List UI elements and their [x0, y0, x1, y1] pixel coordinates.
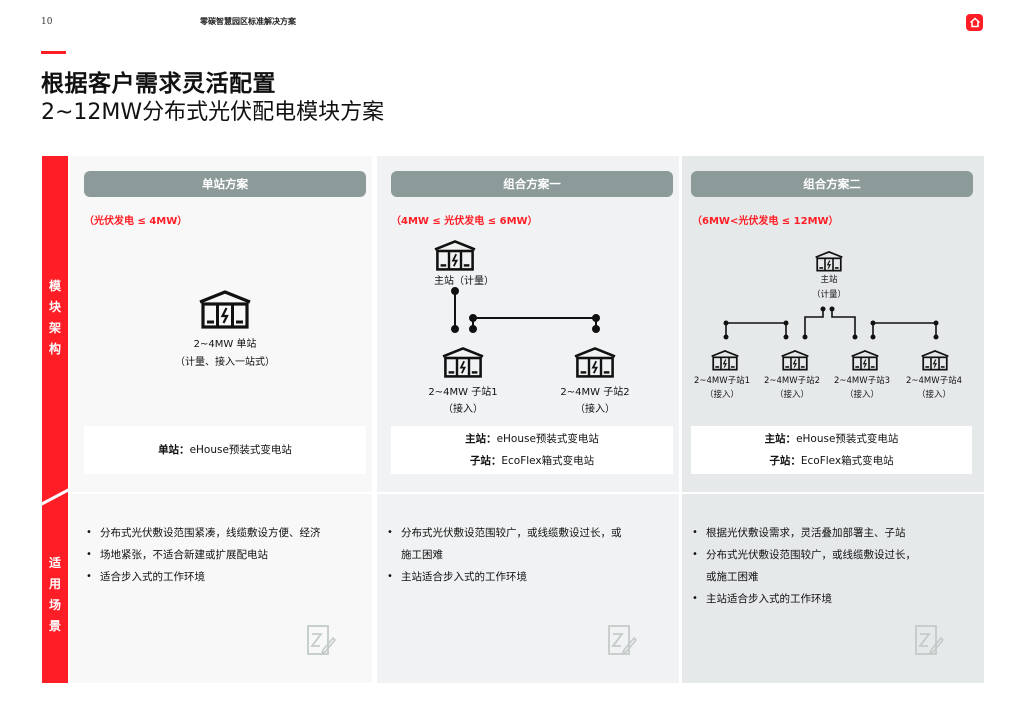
substation-icon — [920, 349, 950, 371]
product-info: 单站：eHouse预装式变电站 — [84, 426, 366, 474]
scenario-panel: 分布式光伏敷设范围紧凑，线缆敷设方便、经济 场地紧张，不适合新建或扩展配电站 适… — [70, 494, 372, 683]
main-station-label: 主站（计量） — [434, 276, 494, 287]
main-station-note: （计量） — [811, 290, 846, 300]
side-label-scenarios: 适 用 场 景 — [42, 492, 68, 683]
station-note: （计量、接入一站式） — [175, 357, 275, 368]
power-condition: （6MW<光伏发电 ≤ 12MW） — [692, 216, 839, 227]
station-name: 2~4MW子站1 — [693, 376, 751, 386]
accent-bar — [41, 51, 66, 54]
list-item: 主站适合步入式的工作环境 — [692, 588, 974, 610]
column-combo-one: 组合方案一 （4MW ≤ 光伏发电 ≤ 6MW） 主站（计量） 2~4MW 子站… — [377, 156, 679, 683]
list-item: 主站适合步入式的工作环境 — [387, 566, 669, 588]
power-condition: （光伏发电 ≤ 4MW） — [84, 216, 188, 227]
scenario-panel: 根据光伏敷设需求，灵活叠加部署主、子站 分布式光伏敷设范围较广，或线缆敷设过长，… — [682, 494, 984, 683]
info-line: 子站：EcoFlex箱式变电站 — [469, 455, 595, 467]
station-note: （接入） — [575, 404, 615, 415]
station-note: （接入） — [704, 390, 739, 400]
scenario-list: 分布式光伏敷设范围紧凑，线缆敷设方便、经济 场地紧张，不适合新建或扩展配电站 适… — [86, 522, 362, 588]
station-note: （接入） — [443, 404, 483, 415]
page-title: 根据客户需求灵活配置 — [41, 71, 276, 97]
substation-icon — [850, 349, 880, 371]
page-number: 10 — [41, 17, 53, 27]
home-icon — [969, 17, 980, 28]
substation-icon — [572, 346, 618, 378]
side-label-architecture: 模 块 架 构 — [42, 156, 68, 492]
side-divider — [38, 488, 72, 506]
document-title: 零碳智慧园区标准解决方案 — [200, 17, 296, 26]
architecture-panel: 组合方案一 （4MW ≤ 光伏发电 ≤ 6MW） 主站（计量） 2~4MW 子站… — [377, 156, 679, 492]
station-note: （接入） — [916, 390, 951, 400]
info-line: 主站：eHouse预装式变电站 — [764, 433, 899, 445]
side-label-char: 场 — [48, 598, 61, 612]
architecture-diagram: 主站（计量） 2~4MW 子站1 （接入） 2~4MW 子站2 （接入） — [377, 156, 679, 426]
column-combo-two: 组合方案二 （6MW<光伏发电 ≤ 12MW） 主站 （计量） — [682, 156, 984, 683]
scenario-panel: 分布式光伏敷设范围较广，或线缆敷设过长，或 施工困难 主站适合步入式的工作环境 — [377, 494, 679, 683]
station-note: （接入） — [774, 390, 809, 400]
side-label-char: 块 — [48, 300, 61, 314]
column-single-station: 单站方案 （光伏发电 ≤ 4MW） 2~4MW 单站 （计量、接入一站式） 单站… — [70, 156, 372, 683]
substation-icon — [780, 349, 810, 371]
connection-lines — [451, 287, 600, 333]
scheme-title: 单站方案 — [84, 171, 366, 197]
station-name: 2~4MW子站3 — [833, 376, 891, 386]
side-label-char: 景 — [48, 619, 61, 633]
station-name: 2~4MW子站2 — [763, 376, 821, 386]
station-name: 2~4MW 子站2 — [560, 387, 630, 398]
product-info: 主站：eHouse预装式变电站 子站：EcoFlex箱式变电站 — [691, 426, 972, 474]
architecture-diagram: 主站 （计量） — [682, 156, 984, 426]
list-item-continuation: 施工困难 — [401, 549, 443, 561]
connection-lines — [723, 306, 939, 340]
station-name: 2~4MW 单站 — [193, 339, 257, 350]
station-name: 2~4MW 子站1 — [428, 387, 498, 398]
page-subtitle: 2~12MW分布式光伏配电模块方案 — [41, 100, 385, 125]
side-label-char: 模 — [48, 279, 61, 293]
note-icon — [607, 624, 637, 658]
scheme-title: 组合方案二 — [691, 171, 973, 197]
product-info: 主站：eHouse预装式变电站 子站：EcoFlex箱式变电站 — [391, 426, 673, 474]
scenario-list: 分布式光伏敷设范围较广，或线缆敷设过长，或 施工困难 主站适合步入式的工作环境 — [387, 522, 669, 588]
architecture-panel: 组合方案二 （6MW<光伏发电 ≤ 12MW） 主站 （计量） — [682, 156, 984, 492]
list-item: 分布式光伏敷设范围较广，或线缆敷设过长， — [692, 544, 974, 566]
station-name: 2~4MW子站4 — [905, 376, 963, 386]
architecture-panel: 单站方案 （光伏发电 ≤ 4MW） 2~4MW 单站 （计量、接入一站式） 单站… — [70, 156, 372, 492]
architecture-diagram: 2~4MW 单站 （计量、接入一站式） — [70, 156, 372, 426]
station-note: （接入） — [844, 390, 879, 400]
substation-icon — [197, 289, 253, 329]
scheme-title: 组合方案一 — [391, 171, 673, 197]
main-station-label: 主站 — [820, 275, 838, 285]
list-item: 根据光伏敷设需求，灵活叠加部署主、子站 — [692, 522, 974, 544]
side-label-char: 适 — [48, 556, 61, 570]
info-line: 主站：eHouse预装式变电站 — [465, 433, 599, 445]
list-item: 分布式光伏敷设范围紧凑，线缆敷设方便、经济 — [86, 522, 362, 544]
info-line: 单站：eHouse预装式变电站 — [158, 444, 292, 456]
side-label-char: 构 — [48, 342, 61, 356]
note-icon — [914, 624, 944, 658]
side-label-char: 用 — [48, 577, 61, 591]
info-line: 子站：EcoFlex箱式变电站 — [769, 455, 894, 467]
list-item: 场地紧张，不适合新建或扩展配电站 — [86, 544, 362, 566]
power-condition: （4MW ≤ 光伏发电 ≤ 6MW） — [391, 216, 538, 227]
substation-icon — [440, 346, 486, 378]
note-icon — [306, 624, 336, 658]
home-button[interactable] — [966, 14, 983, 31]
side-label-char: 架 — [48, 321, 61, 335]
list-item-continuation: 或施工困难 — [706, 571, 759, 583]
list-item: 分布式光伏敷设范围较广，或线缆敷设过长，或 — [387, 522, 669, 544]
scenario-list: 根据光伏敷设需求，灵活叠加部署主、子站 分布式光伏敷设范围较广，或线缆敷设过长，… — [692, 522, 974, 610]
list-item: 适合步入式的工作环境 — [86, 566, 362, 588]
substation-icon — [710, 349, 740, 371]
